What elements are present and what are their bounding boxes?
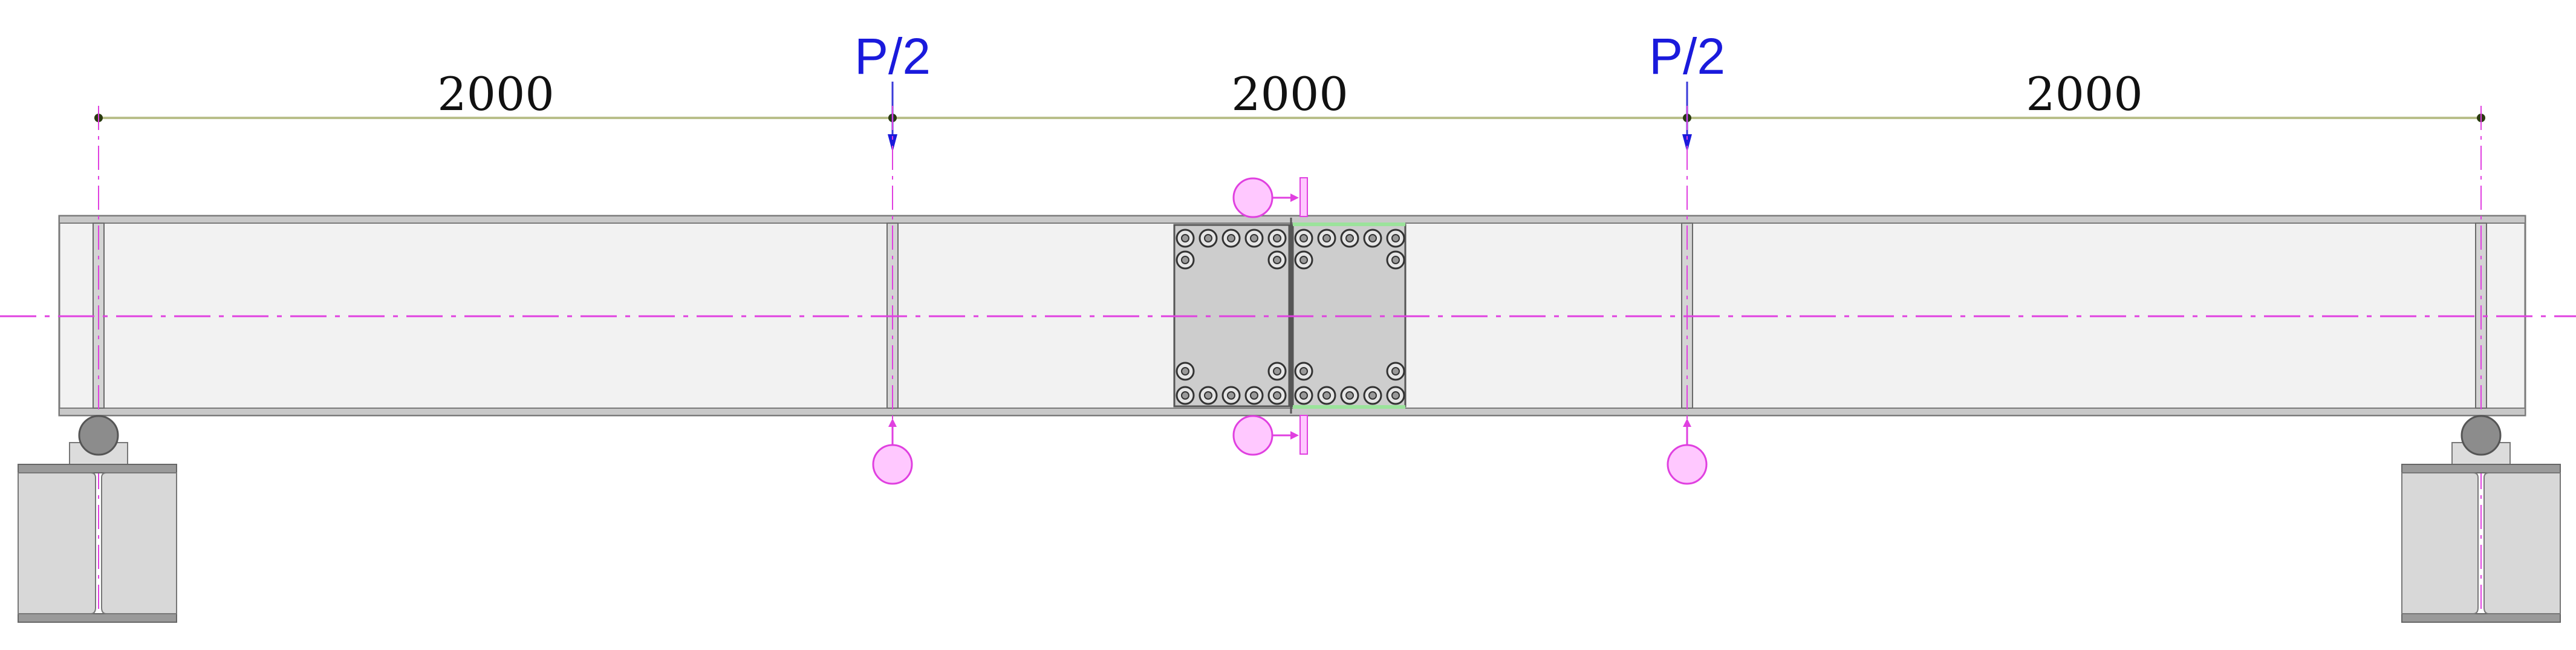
dimension-label-span-1: 2000	[437, 67, 554, 121]
roller-icon	[78, 415, 119, 456]
bolt-head	[1368, 391, 1377, 400]
bolt-head	[1299, 391, 1308, 400]
gauge-top-icon	[1232, 177, 1273, 218]
support-right	[2401, 415, 2561, 623]
bolt-head	[1299, 367, 1308, 375]
load-arrow-right-icon	[1682, 134, 1692, 152]
bolt-head	[1391, 391, 1400, 400]
bolt-head	[1204, 391, 1212, 400]
gauge-right-load-icon	[1667, 444, 1708, 485]
steel-beam	[0, 106, 2576, 617]
dimension-label-span-3: 2000	[2026, 67, 2142, 121]
bolt-head	[1299, 256, 1308, 264]
support-left	[18, 415, 177, 623]
gauge-top-plate	[1299, 177, 1308, 217]
vertical-centerlines	[98, 106, 2482, 617]
bolt-head	[1322, 391, 1331, 400]
bolt-head	[1391, 256, 1400, 264]
splice-highlight-bottom	[1293, 405, 1405, 409]
bolt-head	[1345, 391, 1354, 400]
bolt-head	[1273, 256, 1281, 264]
bolt-group	[1176, 229, 1405, 405]
bolt-head	[1181, 256, 1189, 264]
bolt-head	[1181, 391, 1189, 400]
bolt-head	[1273, 391, 1281, 400]
bolt-head	[1299, 234, 1308, 242]
splice-highlight-top	[1293, 223, 1405, 226]
bolt-head	[1273, 367, 1281, 375]
load-points: P/2 P/2	[854, 28, 1725, 152]
dimension-chain: 2000 2000 2000	[94, 67, 2485, 122]
beam-top-flange	[59, 215, 2526, 224]
bolt-head	[1368, 234, 1377, 242]
beam-bottom-flange	[59, 408, 2526, 416]
bolt-head	[1391, 234, 1400, 242]
bolt-head	[1345, 234, 1354, 242]
bolt-head	[1250, 391, 1258, 400]
gauge-left-load-icon	[872, 444, 913, 485]
bolt-head	[1227, 234, 1235, 242]
gauges	[872, 177, 1708, 485]
bolt-head	[1227, 391, 1235, 400]
bolt-head	[1181, 367, 1189, 375]
load-arrow-left-icon	[888, 134, 897, 152]
bolt-head	[1273, 234, 1281, 242]
roller-icon	[2461, 415, 2502, 456]
gauge-bottom-icon	[1232, 415, 1273, 456]
bolt-head	[1204, 234, 1212, 242]
bolt-head	[1391, 367, 1400, 375]
stiffeners	[93, 223, 2487, 409]
dimension-label-span-2: 2000	[1231, 67, 1348, 121]
load-label-left: P/2	[854, 28, 931, 85]
load-label-right: P/2	[1649, 28, 1725, 85]
bolt-head	[1181, 234, 1189, 242]
gauge-bottom-plate	[1299, 415, 1308, 455]
bolt-head	[1322, 234, 1331, 242]
bolt-head	[1250, 234, 1258, 242]
